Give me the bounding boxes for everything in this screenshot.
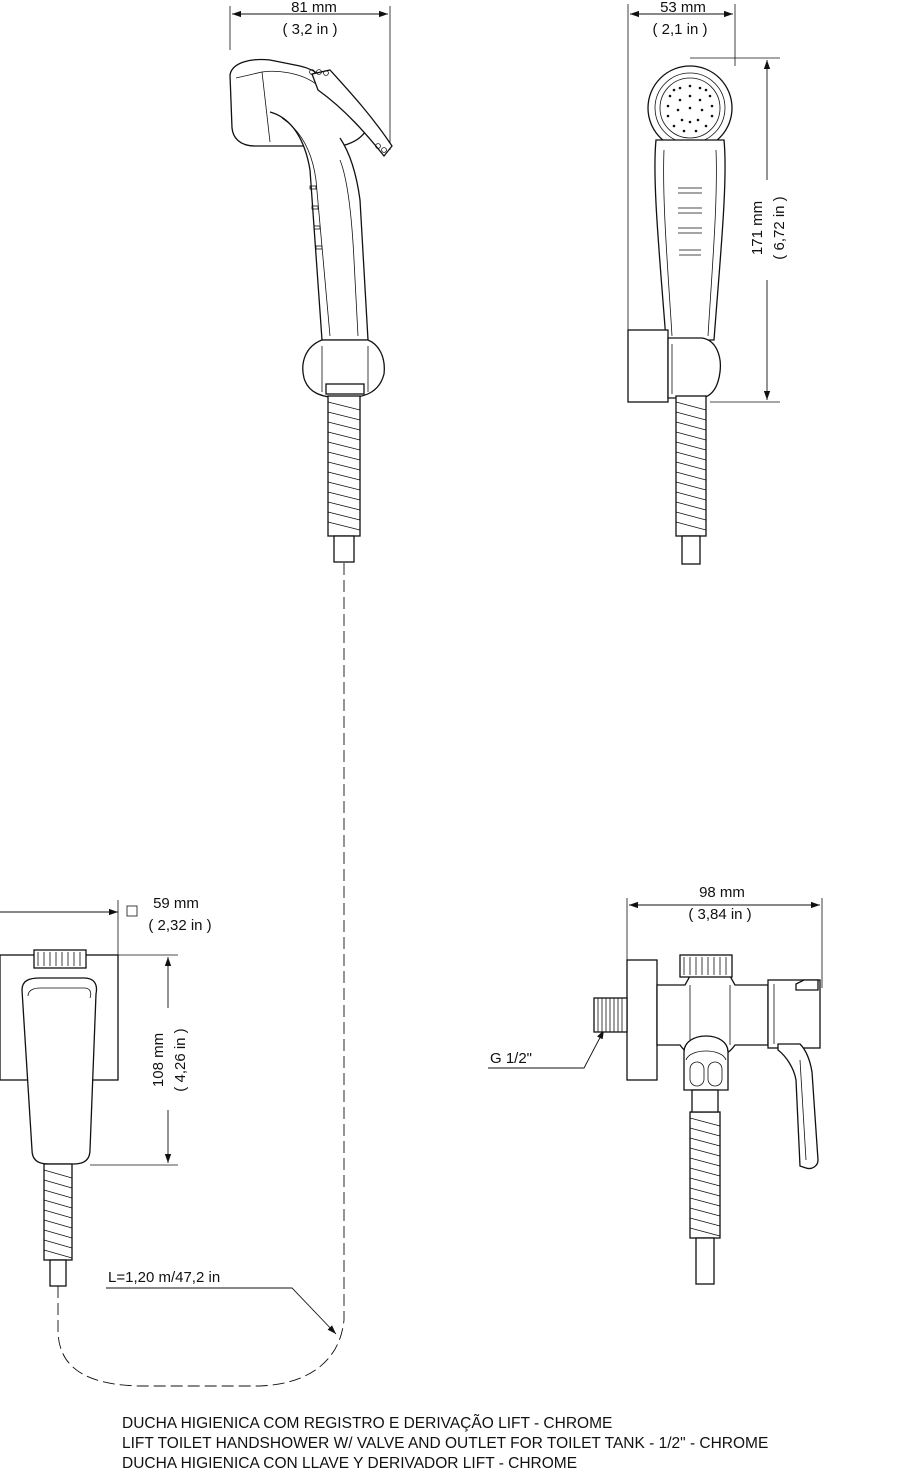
valve-width-in: ( 3,84 in ) xyxy=(688,906,751,923)
front-height-mm: 171 mm xyxy=(749,201,766,255)
wall-holder-view: 59 mm ( 2,32 in ) 108 mm ( 4,26 in ) L=1… xyxy=(0,895,345,1387)
thread-label: G 1/2" xyxy=(490,1050,532,1067)
grip-slots xyxy=(678,187,702,256)
front-height-in: ( 6,72 in ) xyxy=(771,196,788,259)
title-pt: DUCHA HIGIENICA COM REGISTRO E DERIVAÇÃO… xyxy=(122,1415,612,1432)
valve-width-mm: 98 mm xyxy=(699,884,745,901)
hose-front xyxy=(675,395,707,565)
hose-valve xyxy=(689,1089,721,1285)
handshower-front-view: 53 mm ( 2,1 in ) 171 mm ( 6,72 in ) xyxy=(627,0,788,565)
base-width-in: ( 2,32 in ) xyxy=(148,917,211,934)
side-width-mm: 81 mm xyxy=(291,0,337,16)
hose-wall xyxy=(43,1163,73,1287)
hose-length-label: L=1,20 m/47,2 in xyxy=(108,1269,220,1286)
base-height-mm: 108 mm xyxy=(150,1033,167,1087)
front-width-in: ( 2,1 in ) xyxy=(652,21,707,38)
title-es: DUCHA HIGIENICA CON LLAVE Y DERIVADOR LI… xyxy=(122,1455,577,1472)
valve-view: 98 mm ( 3,84 in ) G 1/2" xyxy=(488,884,823,1285)
front-width-mm: 53 mm xyxy=(660,0,706,16)
spray-holes xyxy=(666,84,714,133)
side-width-in: ( 3,2 in ) xyxy=(282,21,337,38)
base-width-mm: 59 mm xyxy=(153,895,199,912)
title-en: LIFT TOILET HANDSHOWER W/ VALVE AND OUTL… xyxy=(122,1435,768,1452)
square-symbol xyxy=(126,905,138,917)
hose-side xyxy=(327,395,361,563)
hose-curve xyxy=(57,1286,345,1387)
base-height-in: ( 4,26 in ) xyxy=(172,1028,189,1091)
handshower-side-view: 81 mm ( 3,2 in ) xyxy=(229,0,393,563)
title-block: DUCHA HIGIENICA COM REGISTRO E DERIVAÇÃO… xyxy=(122,1415,768,1472)
